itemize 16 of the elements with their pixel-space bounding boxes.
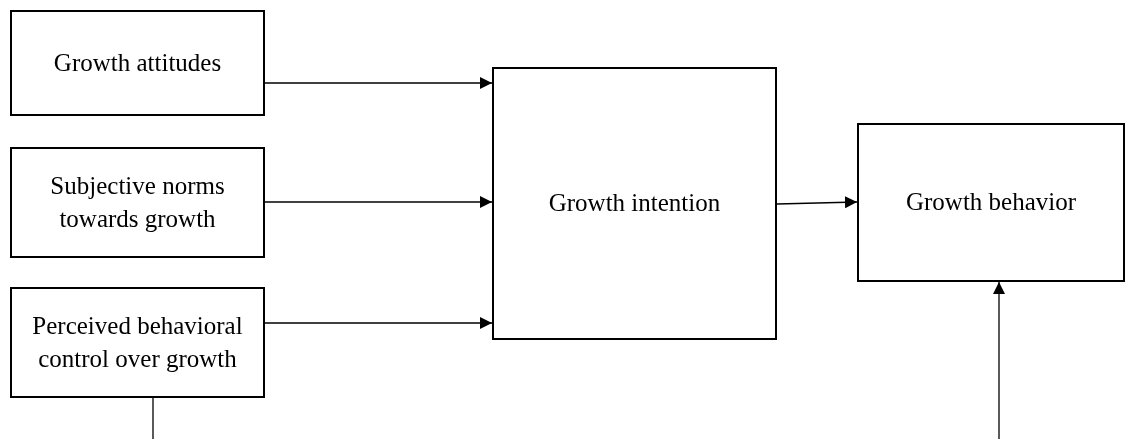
box-label: Growth attitudes [53, 47, 222, 78]
process-box [10, 147, 265, 258]
process-box [492, 67, 777, 340]
box-label: Growth intention [548, 188, 721, 219]
arrow [264, 77, 493, 89]
box-label: Perceived behavioral control over growth [31, 311, 244, 374]
process-box [857, 123, 1125, 282]
connector-line [993, 281, 1005, 439]
arrow [264, 196, 493, 208]
box-label: Growth behavior [905, 187, 1077, 218]
connector-line [152, 397, 154, 439]
box-label: Subjective norms towards growth [49, 171, 226, 234]
process-box [10, 287, 265, 398]
arrow [264, 317, 493, 329]
process-box [10, 10, 265, 116]
arrow [776, 196, 858, 209]
